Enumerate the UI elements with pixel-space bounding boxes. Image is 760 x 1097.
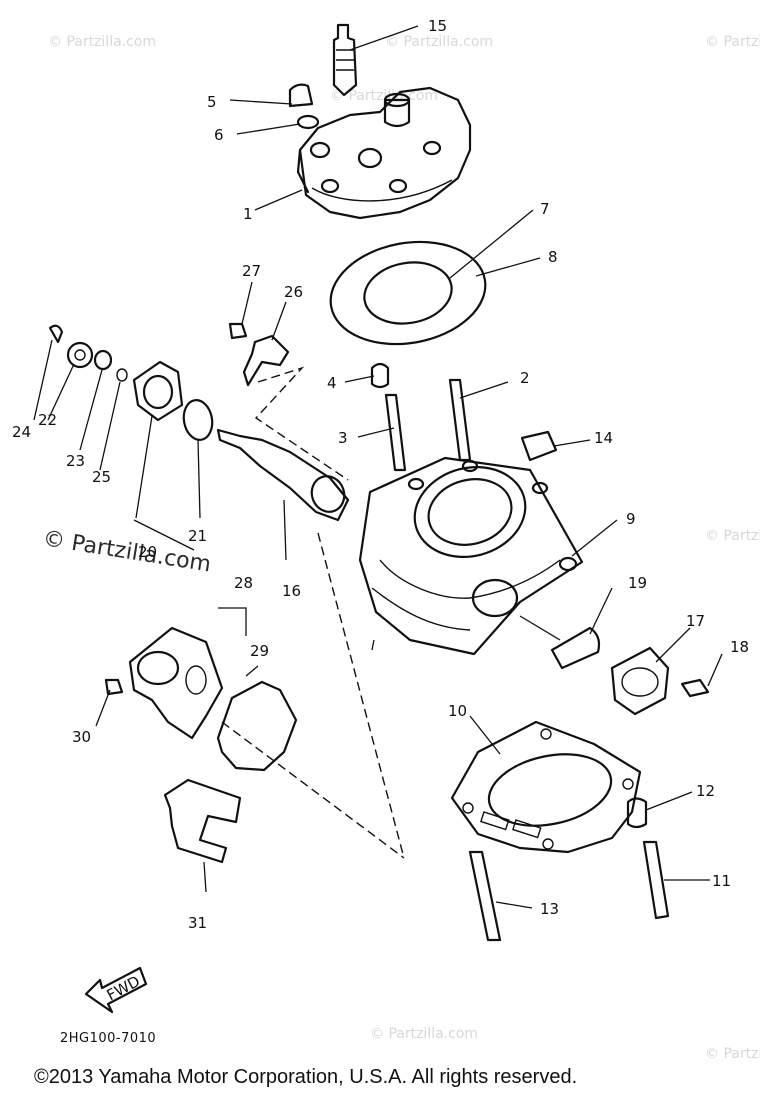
group-bracket-20 <box>133 519 195 551</box>
bearing-bore <box>74 349 86 361</box>
callout-15: 15 <box>428 17 447 35</box>
callout-6: 6 <box>214 126 224 144</box>
callout-19: 19 <box>628 574 647 592</box>
watermark-text: © Partzilla.com <box>370 1026 478 1042</box>
callout-10: 10 <box>448 702 467 720</box>
nut <box>520 430 558 462</box>
exhaust-gasket <box>550 626 601 670</box>
valve-housing-bore <box>142 374 174 410</box>
callout-31: 31 <box>188 914 207 932</box>
screw <box>228 322 248 340</box>
dowel-12 <box>626 797 648 829</box>
callout-30: 30 <box>72 728 91 746</box>
callout-29: 29 <box>250 642 269 660</box>
exhaust-cover <box>610 646 670 716</box>
cylinder-head <box>296 86 472 220</box>
o-ring-large <box>182 399 214 441</box>
o-ring-small <box>116 368 128 382</box>
assembly-dash-lines <box>221 366 405 859</box>
cylinder-body <box>358 456 584 656</box>
stud-bolt-2 <box>448 378 472 462</box>
watermark-text: © Partzilla.com <box>705 1046 760 1062</box>
spark-plug <box>332 23 358 97</box>
callout-12: 12 <box>696 782 715 800</box>
callout-24: 24 <box>12 423 31 441</box>
callout-16: 16 <box>282 582 301 600</box>
head-gasket-outer <box>329 240 487 346</box>
callout-labels: 1 2 3 4 5 6 7 8 9 10 11 12 13 14 15 16 1… <box>12 17 749 932</box>
callout-22: 22 <box>38 411 57 429</box>
callout-7: 7 <box>540 200 550 218</box>
valve-retainer <box>242 334 290 387</box>
callout-4: 4 <box>327 374 337 392</box>
callout-2: 2 <box>520 369 530 387</box>
callout-28: 28 <box>234 574 253 592</box>
watermark-text: © Partzilla.com <box>705 34 760 50</box>
stud-bolt-13 <box>468 850 502 942</box>
watermark-text: © Partzilla.com <box>48 34 156 50</box>
leader-lines <box>33 25 723 909</box>
stud-bolt-3 <box>384 393 407 472</box>
callout-20: 20 <box>138 543 157 561</box>
exhaust-cover-port <box>621 667 659 697</box>
dowel-pin <box>370 362 390 389</box>
lock-washer <box>48 324 64 344</box>
callout-1: 1 <box>243 205 253 223</box>
callout-13: 13 <box>540 900 559 918</box>
callout-11: 11 <box>712 872 731 890</box>
callout-27: 27 <box>242 262 261 280</box>
valve-housing <box>132 360 184 422</box>
water-pump-cover <box>128 626 224 740</box>
callout-25: 25 <box>92 468 111 486</box>
bearing <box>66 341 94 369</box>
watermark-text: © Partzilla.com <box>330 88 438 104</box>
guide-cover <box>163 778 242 864</box>
forward-arrow-icon: FWD <box>84 966 148 1014</box>
bolt-30 <box>104 678 124 696</box>
watermark-text-prominent: © Partzilla.com <box>41 526 213 577</box>
callout-5: 5 <box>207 93 217 111</box>
head-gasket-inner <box>363 261 453 325</box>
diagram-reference-code: 2HG100-7010 <box>60 1031 157 1046</box>
callout-3: 3 <box>338 429 348 447</box>
collar <box>93 349 113 371</box>
copyright-notice: ©2013 Yamaha Motor Corporation, U.S.A. A… <box>34 1066 578 1088</box>
callout-17: 17 <box>686 612 705 630</box>
callout-8: 8 <box>548 248 558 266</box>
exhaust-valve <box>216 428 350 522</box>
callout-9: 9 <box>626 510 636 528</box>
base-gasket <box>450 720 642 854</box>
callout-23: 23 <box>66 452 85 470</box>
callout-21: 21 <box>188 527 207 545</box>
cover-gasket <box>216 680 298 772</box>
cap-nut <box>288 83 314 108</box>
stud-bolt-11 <box>642 840 670 920</box>
callout-18: 18 <box>730 638 749 656</box>
callout-14: 14 <box>594 429 613 447</box>
plain-washer <box>296 114 320 130</box>
bolt <box>680 678 710 698</box>
group-bracket-28 <box>218 607 247 636</box>
watermark-text: © Partzilla.com <box>705 528 760 544</box>
watermark-text: © Partzilla.com <box>385 34 493 50</box>
callout-26: 26 <box>284 283 303 301</box>
